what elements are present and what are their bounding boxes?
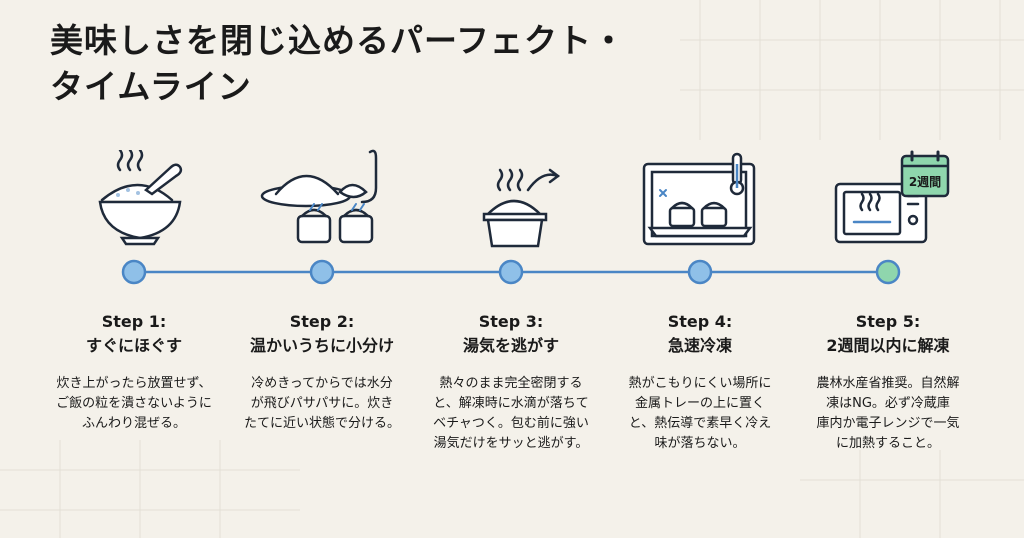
timeline-dot-1 [121, 259, 147, 285]
step-1-heading: Step 1: すぐにほぐす [39, 310, 229, 358]
timeline-dot-3 [498, 259, 524, 285]
step-3-heading: Step 3: 湯気を逃がす [416, 310, 606, 358]
step-4-label: Step 4: [667, 312, 733, 331]
step-2-description: 冷めきってからでは水分 が飛びパサパサに。炊き たてに近い状態で分ける。 [243, 376, 400, 431]
rice-portioning-icon [260, 149, 378, 244]
calendar-icon: 2週間 [900, 150, 950, 198]
timeline-dot-5 [875, 259, 901, 285]
step-2-title: 温かいうちに小分け [249, 336, 394, 355]
step-1-title: すぐにほぐす [85, 336, 182, 355]
timeline-dot-4 [687, 259, 713, 285]
step-4-heading: Step 4: 急速冷凍 [605, 310, 795, 358]
step-5-heading: Step 5: 2週間以内に解凍 [793, 310, 983, 358]
step-5-label: Step 5: [855, 312, 921, 331]
step-3-description: 熱々のまま完全密閉する と、解凍時に水滴が落ちて ベチャつく。包む前に強い 湯気… [433, 376, 589, 451]
step-5-title: 2週間以内に解凍 [826, 336, 950, 355]
step-1-description: 炊き上がったら放置せず、 ご飯の粒を潰さないように ふんわり混ぜる。 [56, 376, 212, 431]
rice-bowl-steam-icon [98, 150, 183, 246]
step-2-label: Step 2: [289, 312, 355, 331]
title-line-2: タイムライン [50, 67, 252, 106]
step-4-description: 熱がこもりにくい場所に 金属トレーの上に置く と、熱伝導で素早く冷え 味が落ちな… [628, 376, 772, 451]
timeline-dot-2 [309, 259, 335, 285]
steam-escape-icon [482, 168, 561, 248]
microwave-calendar-icon: 2週間 [834, 150, 950, 244]
step-3-title: 湯気を逃がす [462, 336, 559, 355]
calendar-badge-text: 2週間 [909, 174, 941, 189]
step-5-description: 農林水産省推奨。自然解 凍はNG。必ず冷蔵庫 庫内か電子レンジで一気 に加熱する… [816, 376, 960, 451]
freezer-tray-icon [642, 152, 756, 246]
step-4-title: 急速冷凍 [667, 336, 732, 355]
step-1-label: Step 1: [101, 312, 167, 331]
title-line-1: 美味しさを閉じ込めるパーフェクト・ [50, 21, 627, 60]
step-3-label: Step 3: [478, 312, 544, 331]
step-2-heading: Step 2: 温かいうちに小分け [227, 310, 417, 358]
page-title: 美味しさを閉じ込めるパーフェクト・ タイムライン [50, 18, 626, 110]
